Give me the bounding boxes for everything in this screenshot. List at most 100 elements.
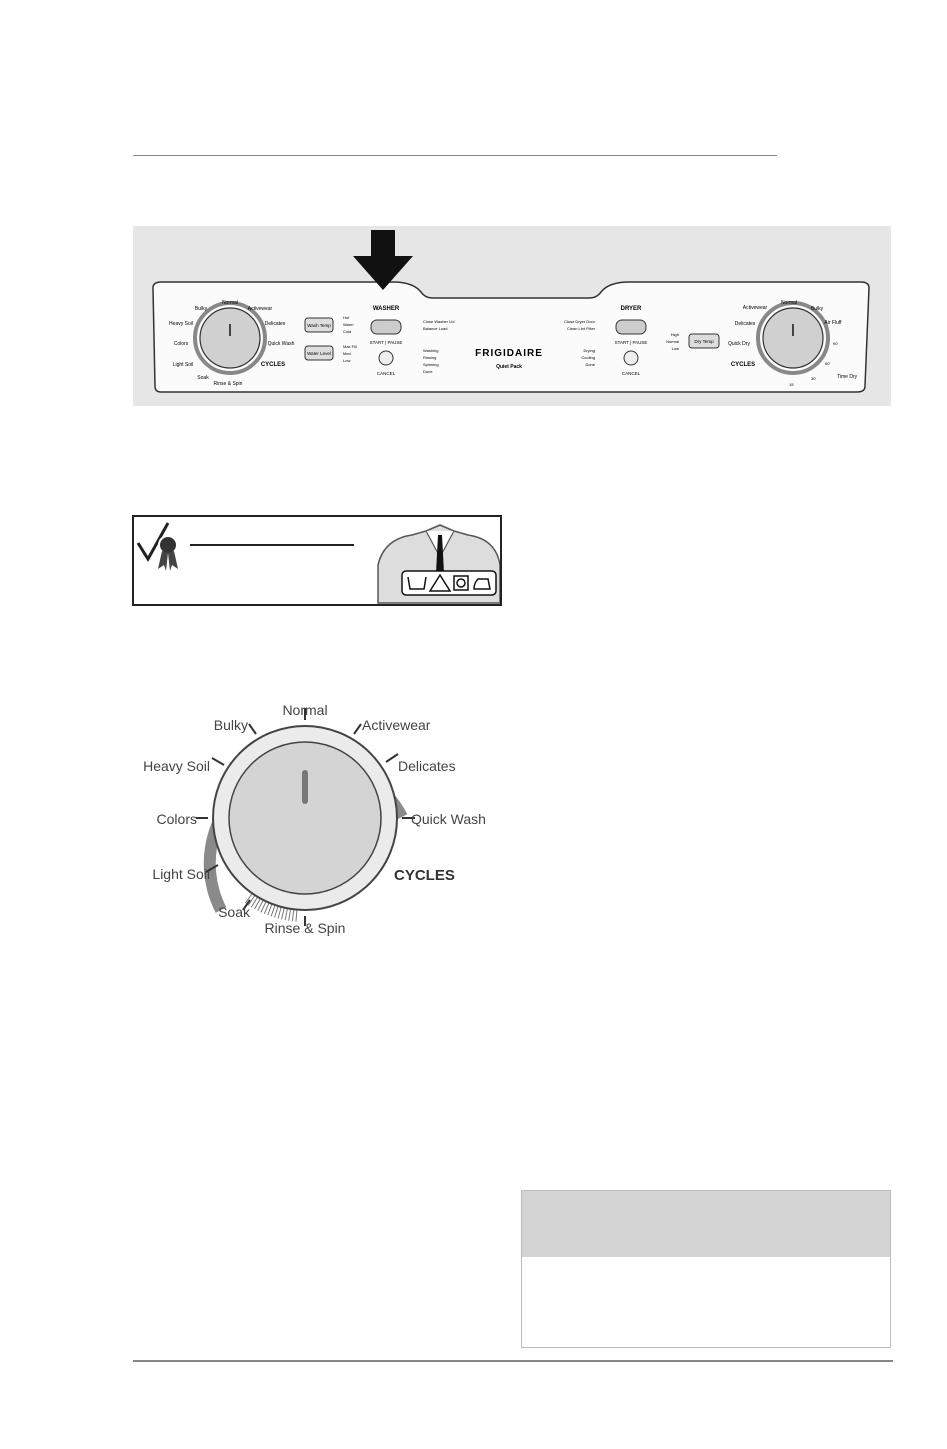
time-dry-label: Time Dry (837, 374, 858, 380)
panel-dryer-cycle-air-fluff: Air Fluff (824, 320, 842, 326)
dryer-start-pause-label: START | PAUSE (615, 340, 648, 345)
dry-temp-option-high: High (671, 332, 679, 337)
panel-dryer-cycle-activewear: Activewear (743, 305, 768, 311)
panel-dryer-cycle-delicates: Delicates (735, 321, 756, 327)
water-level-button-label: Water Level (307, 351, 331, 356)
washer-status-done: Done (423, 369, 433, 374)
wash-temp-option-warm: Warm (343, 322, 354, 327)
dryer-cancel-label: CANCEL (622, 371, 641, 376)
washer-cancel-label: CANCEL (377, 371, 396, 376)
wash-temp-button-label: Wash Temp (307, 323, 331, 328)
hatch-mark (277, 906, 282, 919)
time-mark-30: 30' (811, 376, 816, 381)
dial-pointer (302, 770, 308, 804)
hatch-mark (267, 903, 273, 916)
panel-washer-cycles-label: CYCLES (261, 362, 285, 368)
hatch-mark (254, 898, 261, 910)
dry-temp-option-low: Low (672, 346, 679, 351)
dry-temp-button-label: Dry Temp (694, 339, 714, 344)
panel-dryer-cycle-bulky: Bulky (811, 306, 824, 312)
panel-dryer-cycles-label: CYCLES (731, 362, 755, 368)
wash-temp-button[interactable] (304, 317, 334, 333)
top-divider (133, 155, 777, 156)
hatch-mark (295, 909, 298, 922)
time-mark-60: 60' (825, 361, 830, 366)
panel-dryer-cycle-quick-dry: Quick Dry (728, 341, 750, 347)
hatch-mark (251, 896, 259, 908)
panel-washer-cycle-activewear: Activewear (248, 306, 273, 312)
cycle-label-bulky: Bulky (214, 717, 248, 733)
panel-washer-cycle-quick-wash: Quick Wash (268, 341, 295, 347)
panel-washer-cycle-light-soil: Light Soil (173, 362, 194, 368)
brand-logo: FRIGIDAIRE (475, 348, 543, 359)
hatch-mark (284, 908, 288, 921)
dryer-status-note-door: Close Dryer Door (564, 319, 596, 324)
wash-temp-option-cold: Cold (343, 329, 351, 334)
cycle-label-rinse-spin: Rinse & Spin (265, 920, 346, 936)
hatch-mark (270, 904, 276, 917)
dryer-status-drying: Drying (583, 348, 595, 353)
panel-washer-cycle-normal: Normal (222, 300, 238, 306)
washer-start-pause-label: START | PAUSE (370, 340, 403, 345)
footer-divider (133, 1360, 893, 1362)
dry-temp-button[interactable] (688, 333, 720, 349)
panel-washer-cycle-bulky: Bulky (195, 306, 208, 312)
panel-washer-title: WASHER (373, 306, 400, 312)
note-box (521, 1190, 891, 1348)
cycle-label-quick-wash: Quick Wash (411, 811, 486, 827)
control-panel-illustration: Normal Activewear Delicates Quick Wash R… (152, 230, 870, 393)
panel-dryer-title: DRYER (621, 306, 642, 312)
dryer-start-pause-button[interactable] (615, 319, 647, 335)
tip-callout-box (132, 515, 502, 606)
dryer-cancel-button[interactable] (623, 350, 639, 366)
water-level-button[interactable] (304, 345, 334, 361)
dial-ticks (196, 708, 415, 926)
washer-cycle-dial[interactable]: Normal Activewear Delicates Quick Wash R… (130, 690, 500, 950)
arrow-indicator-icon (353, 230, 413, 290)
hatch-mark (257, 899, 264, 911)
washer-cancel-button[interactable] (378, 350, 394, 366)
panel-washer-cycle-soak: Soak (197, 375, 209, 381)
washer-start-pause-button[interactable] (370, 319, 402, 335)
time-mark-15: 15' (789, 382, 794, 387)
tip-callout-art (136, 522, 501, 604)
dial-cycles-title: CYCLES (394, 867, 455, 884)
dryer-status-note-lint: Clean Lint Filter (567, 326, 596, 331)
washer-status-note-lid: Close Washer Lid (423, 319, 454, 324)
panel-washer-cycle-colors: Colors (174, 341, 189, 347)
dryer-panel-dial[interactable] (756, 301, 830, 375)
cycle-label-light-soil: Light Soil (152, 866, 210, 882)
cycle-label-activewear: Activewear (362, 717, 431, 733)
cycle-label-colors: Colors (157, 811, 197, 827)
checkmark-ribbon-icon (136, 522, 178, 571)
washer-status-spinning: Spinning (423, 362, 439, 367)
water-level-option-low: Low (343, 358, 350, 363)
hatch-mark (274, 905, 279, 918)
hatch-mark (291, 909, 295, 922)
dryer-status-cooling: Cooling (581, 355, 595, 360)
panel-washer-cycle-delicates: Delicates (265, 321, 286, 327)
note-box-header (522, 1191, 890, 1257)
panel-washer-cycle-heavy-soil: Heavy Soil (169, 321, 193, 327)
washer-status-washing: Washing (423, 348, 438, 353)
wash-temp-option-hot: Hot (343, 315, 350, 320)
time-mark-90: 90' (833, 341, 838, 346)
model-name: Quiet Pack (496, 364, 522, 370)
dial-knob (228, 741, 382, 895)
cycle-label-normal: Normal (282, 702, 327, 718)
washer-status-note-balance: Balance Load (423, 326, 447, 331)
panel-washer-cycle-rinse-spin: Rinse & Spin (214, 381, 243, 387)
dryer-status-done: Done (585, 362, 595, 367)
washer-status-rinsing: Rinsing (423, 355, 436, 360)
panel-dryer-cycle-normal: Normal (781, 300, 797, 306)
hatch-mark (260, 901, 267, 913)
rinse-spin-hatch (244, 893, 298, 922)
washer-panel-dial[interactable] (193, 301, 267, 375)
hatch-mark (263, 902, 270, 914)
cycle-label-heavy-soil: Heavy Soil (143, 758, 210, 774)
cycle-label-delicates: Delicates (398, 758, 456, 774)
hatch-mark (281, 907, 285, 920)
hatch-mark (244, 893, 253, 904)
water-level-option-med: Med (343, 351, 351, 356)
cycle-label-soak: Soak (218, 904, 251, 920)
